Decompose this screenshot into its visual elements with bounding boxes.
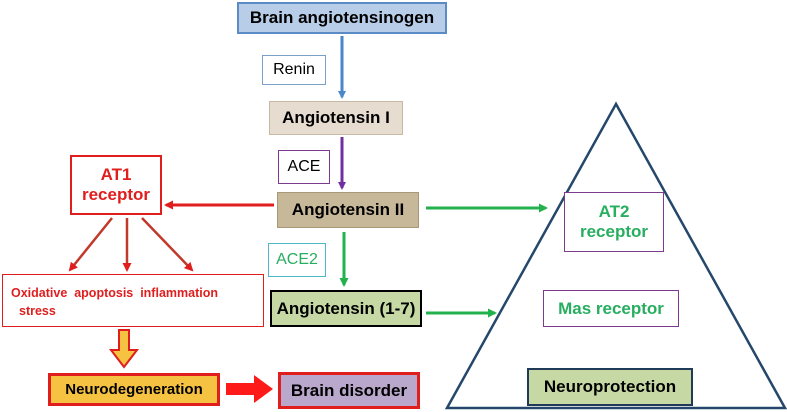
arrow-at1-to-effects-left <box>68 217 113 272</box>
angiotensin-ii-box: Angiotensin II <box>277 192 419 228</box>
ace-enzyme-label: ACE <box>278 150 330 184</box>
effects-box: Oxidative apoptosis inflammation stress <box>2 274 264 327</box>
mas-receptor-box: Mas receptor <box>543 290 679 327</box>
brain-angiotensinogen-box: Brain angiotensinogen <box>237 2 447 34</box>
block-arrow-neurodegeneration-to-brain-disorder <box>226 375 273 403</box>
renin-enzyme-label: Renin <box>262 55 326 85</box>
neuroprotection-triangle <box>444 101 787 410</box>
effects-line-2: stress <box>19 304 56 319</box>
angiotensin-i-box: Angiotensin I <box>269 101 403 135</box>
angiotensin-1-7-box: Angiotensin (1-7) <box>270 290 422 327</box>
neuroprotection-box: Neuroprotection <box>527 368 693 406</box>
at1-receptor-box: AT1 receptor <box>70 155 162 215</box>
ace2-enzyme-label: ACE2 <box>268 243 326 277</box>
at2-receptor-box: AT2 receptor <box>564 192 664 252</box>
neurodegeneration-box: Neurodegeneration <box>48 373 220 406</box>
arrow-at1-to-effects-right <box>141 217 194 272</box>
block-arrow-effects-to-neurodegeneration <box>108 329 140 369</box>
brain-disorder-box: Brain disorder <box>278 372 420 409</box>
effects-line-1: Oxidative apoptosis inflammation <box>11 286 218 300</box>
